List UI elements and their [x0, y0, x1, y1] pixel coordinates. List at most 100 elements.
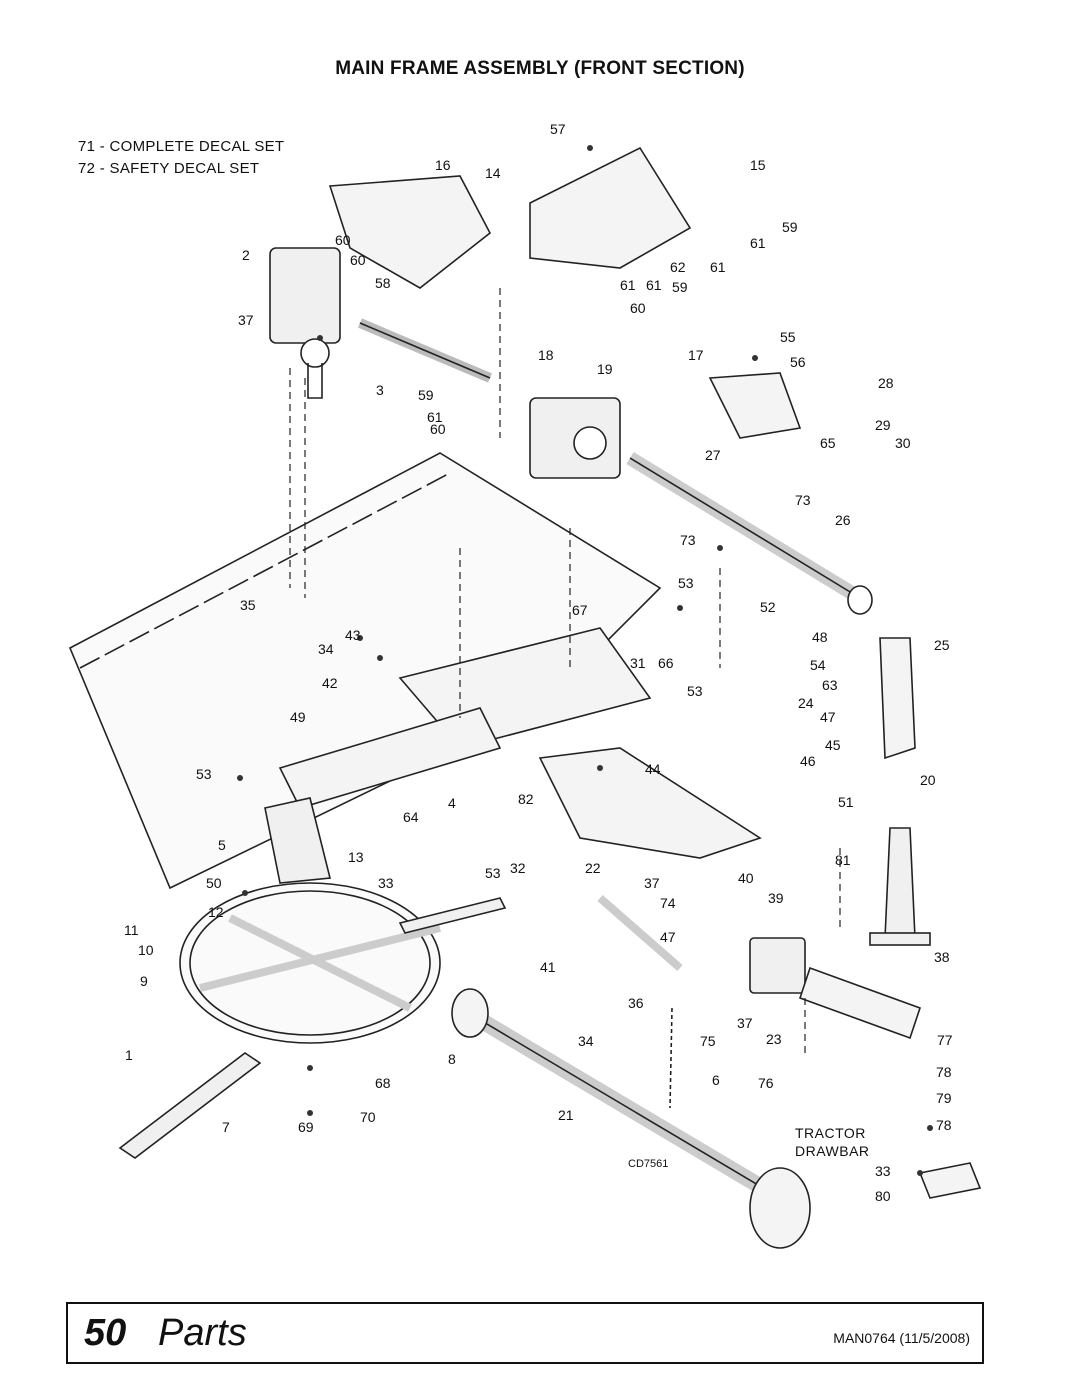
- callout-number: 68: [375, 1075, 391, 1091]
- callout-number: 78: [936, 1064, 952, 1080]
- footer-box: 50 Parts MAN0764 (11/5/2008): [66, 1302, 984, 1364]
- callout-number: 12: [208, 904, 224, 920]
- drawing-code: CD7561: [628, 1158, 669, 1170]
- callout-number: 61: [750, 235, 766, 251]
- callout-number: 60: [350, 252, 366, 268]
- callout-number: 57: [550, 121, 566, 137]
- callout-number: 60: [430, 421, 446, 437]
- callout-number: 54: [810, 657, 826, 673]
- callout-number: 7: [222, 1119, 230, 1135]
- callout-number: 47: [660, 929, 676, 945]
- callout-number: 48: [812, 629, 828, 645]
- callout-number: 79: [936, 1090, 952, 1106]
- callout-number: 2: [242, 247, 250, 263]
- callout-number: 9: [140, 973, 148, 989]
- callout-number: 46: [800, 753, 816, 769]
- callout-number: 3: [376, 382, 384, 398]
- callout-number: 50: [206, 875, 222, 891]
- callout-number: 41: [540, 959, 556, 975]
- callout-number: 53: [687, 683, 703, 699]
- callout-number: 20: [920, 772, 936, 788]
- callout-number: 65: [820, 435, 836, 451]
- callout-number: 42: [322, 675, 338, 691]
- decal-line: 72 - SAFETY DECAL SET: [78, 160, 260, 177]
- callout-number: 34: [578, 1033, 594, 1049]
- callout-number: 24: [798, 695, 814, 711]
- callout-number: 59: [672, 279, 688, 295]
- callout-number: 37: [737, 1015, 753, 1031]
- callout-number: 15: [750, 157, 766, 173]
- callout-number: 55: [780, 329, 796, 345]
- callout-number: 51: [838, 794, 854, 810]
- callout-number: 13: [348, 849, 364, 865]
- callout-number: 35: [240, 597, 256, 613]
- callout-number: 60: [335, 232, 351, 248]
- callout-number: 45: [825, 737, 841, 753]
- callout-number: 40: [738, 870, 754, 886]
- callout-number: 16: [435, 157, 451, 173]
- callout-number: 61: [710, 259, 726, 275]
- callout-number: 8: [448, 1051, 456, 1067]
- callout-number: 39: [768, 890, 784, 906]
- callout-number: 78: [936, 1117, 952, 1133]
- callout-number: 62: [670, 259, 686, 275]
- callout-number: 47: [820, 709, 836, 725]
- callout-number: 28: [878, 375, 894, 391]
- callout-number: 34: [318, 641, 334, 657]
- callout-number: 76: [758, 1075, 774, 1091]
- page-title: MAIN FRAME ASSEMBLY (FRONT SECTION): [335, 58, 745, 79]
- callout-number: 17: [688, 347, 704, 363]
- decal-line: 71 - COMPLETE DECAL SET: [78, 138, 285, 155]
- callout-number: 38: [934, 949, 950, 965]
- callout-number: 43: [345, 627, 361, 643]
- callout-number: 53: [196, 766, 212, 782]
- callout-number: 36: [628, 995, 644, 1011]
- callout-number: 33: [378, 875, 394, 891]
- callout-number: 14: [485, 165, 501, 181]
- callout-number: 27: [705, 447, 721, 463]
- callout-number: 26: [835, 512, 851, 528]
- callout-number: 66: [658, 655, 674, 671]
- section-name: Parts: [158, 1312, 247, 1354]
- document-reference: MAN0764 (11/5/2008): [833, 1330, 970, 1346]
- callout-number: 59: [418, 387, 434, 403]
- callout-number: 1: [125, 1047, 133, 1063]
- callout-number: 67: [572, 602, 588, 618]
- page-number: 50: [84, 1312, 127, 1354]
- callout-number: 11: [124, 922, 139, 938]
- parts-diagram: 71 - COMPLETE DECAL SET 72 - SAFETY DECA…: [60, 108, 1000, 1268]
- callout-number: 25: [934, 637, 950, 653]
- callout-number: 53: [485, 865, 501, 881]
- callout-number: 61: [427, 409, 443, 425]
- callout-number: 74: [660, 895, 676, 911]
- callout-number: 77: [937, 1032, 953, 1048]
- callout-number: 58: [375, 275, 391, 291]
- callout-number: 5: [218, 837, 226, 853]
- callout-number: 18: [538, 347, 554, 363]
- callout-number: 60: [630, 300, 646, 316]
- tractor-drawbar-line: DRAWBAR: [795, 1143, 870, 1159]
- callout-number: 64: [403, 809, 419, 825]
- callout-number: 80: [875, 1188, 891, 1204]
- callout-number: 70: [360, 1109, 376, 1125]
- callout-number: 31: [630, 655, 646, 671]
- callout-number: 49: [290, 709, 306, 725]
- tractor-drawbar-label: TRACTOR DRAWBAR: [795, 1124, 870, 1160]
- callout-number: 29: [875, 417, 891, 433]
- callout-number: 82: [518, 791, 534, 807]
- callout-number: 81: [835, 852, 851, 868]
- callout-number: 37: [644, 875, 660, 891]
- callout-number: 61: [620, 277, 636, 293]
- callout-number: 21: [558, 1107, 574, 1123]
- callout-number: 44: [645, 761, 661, 777]
- callout-number: 73: [680, 532, 696, 548]
- callout-number: 73: [795, 492, 811, 508]
- exploded-view-drawing: [68, 145, 982, 1249]
- callout-number: 52: [760, 599, 776, 615]
- callout-number: 63: [822, 677, 838, 693]
- callout-number: 22: [585, 860, 601, 876]
- callout-number: 59: [782, 219, 798, 235]
- callout-number: 33: [875, 1163, 891, 1179]
- tractor-drawbar-line: TRACTOR: [795, 1125, 866, 1141]
- callout-number: 61: [646, 277, 662, 293]
